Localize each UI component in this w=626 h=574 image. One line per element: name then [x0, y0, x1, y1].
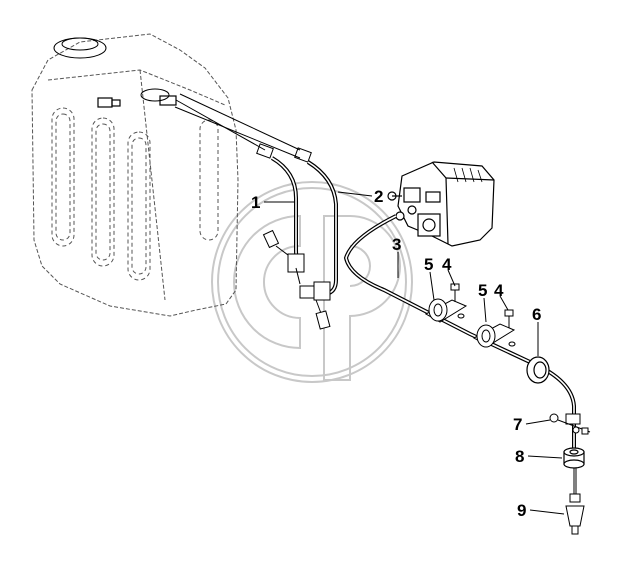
watermark-logo: [211, 181, 413, 383]
callout-6: 6: [532, 305, 541, 324]
callout-5a: 5: [424, 255, 433, 274]
valve-assembly: [262, 229, 331, 330]
callout-4a: 4: [442, 255, 452, 274]
callout-3: 3: [392, 235, 401, 254]
sensor: [565, 468, 585, 535]
leader-lines: [264, 191, 565, 515]
callout-8: 8: [515, 447, 524, 466]
tank-hoses: [174, 93, 312, 163]
tank: [31, 33, 239, 317]
callout-5b: 5: [478, 281, 487, 300]
clamp-set-2: [472, 309, 516, 348]
callout-1: 1: [251, 193, 260, 212]
hose-1: [270, 156, 302, 268]
clamp-set-1: [424, 283, 468, 323]
callout-7: 7: [513, 415, 522, 434]
nut: [563, 447, 585, 469]
callout-9: 9: [517, 501, 526, 520]
grommet: [526, 356, 550, 384]
motor-unit: [387, 161, 495, 247]
callout-labels: 1 2 3 5 4 5 4 6 7 8 9: [251, 187, 541, 520]
callout-4b: 4: [494, 281, 504, 300]
sensor-cable: [343, 214, 576, 452]
bracket: [549, 413, 591, 435]
callout-2: 2: [374, 187, 383, 206]
hose-2: [306, 160, 338, 296]
